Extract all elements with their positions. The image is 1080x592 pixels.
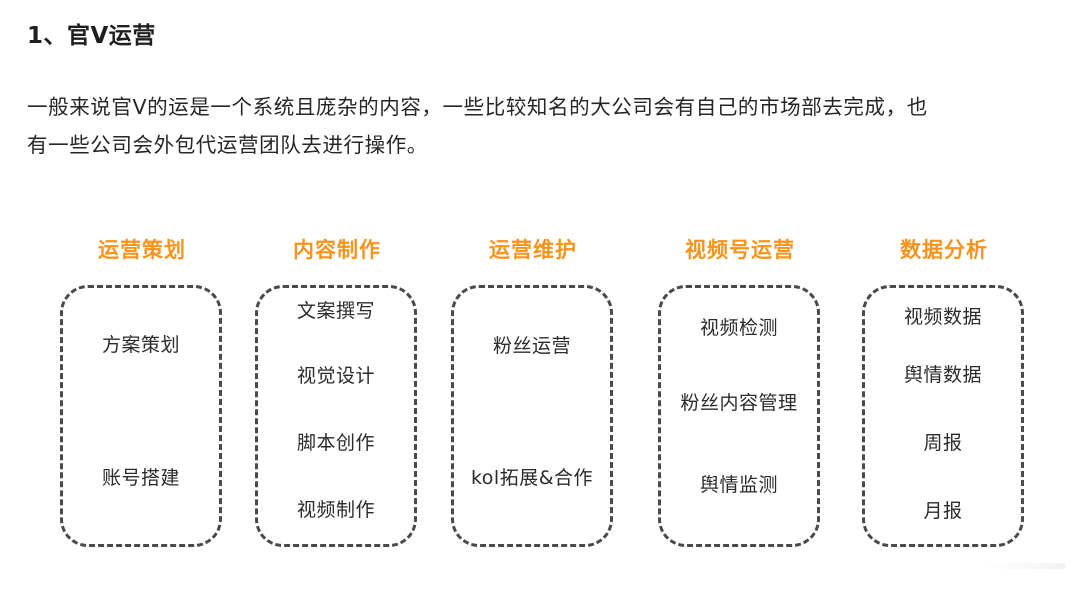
- paragraph-line-1: 一般来说官V的运是一个系统且庞杂的内容，一些比较知名的大公司会有自己的市场部去完…: [27, 95, 928, 119]
- box-item: kol拓展&合作: [470, 467, 594, 489]
- column-box-analytics: 视频数据 舆情数据 周报 月报: [862, 285, 1024, 547]
- box-item: 脚本创作: [296, 432, 375, 454]
- intro-paragraph: 一般来说官V的运是一个系统且庞杂的内容，一些比较知名的大公司会有自己的市场部去完…: [27, 88, 1067, 164]
- page-heading: 1、官V运营: [27, 23, 156, 49]
- box-item: 账号搭建: [101, 467, 180, 489]
- box-item: 方案策划: [101, 334, 180, 356]
- box-item: 舆情监测: [699, 474, 778, 496]
- image-edge-artifact: [985, 563, 1065, 569]
- column-title-channels: 视频号运营: [685, 238, 795, 262]
- column-box-channels: 视频检测 粉丝内容管理 舆情监测: [658, 285, 820, 547]
- box-item: 周报: [923, 432, 963, 454]
- column-title-planning: 运营策划: [98, 238, 186, 262]
- box-item: 视觉设计: [296, 365, 375, 387]
- column-title-content: 内容制作: [293, 238, 381, 262]
- box-item: 文案撰写: [296, 300, 375, 322]
- box-item: 视频检测: [699, 317, 778, 339]
- column-box-maintenance: 粉丝运营 kol拓展&合作: [451, 285, 613, 547]
- box-item: 视频制作: [296, 499, 375, 521]
- column-title-maintenance: 运营维护: [489, 238, 577, 262]
- paragraph-line-2: 有一些公司会外包代运营团队去进行操作。: [27, 133, 428, 157]
- box-item: 视频数据: [903, 306, 982, 328]
- column-box-content: 文案撰写 视觉设计 脚本创作 视频制作: [255, 285, 417, 547]
- box-item: 月报: [923, 500, 963, 522]
- column-box-planning: 方案策划 账号搭建: [60, 285, 222, 547]
- box-item: 舆情数据: [903, 364, 982, 386]
- column-title-analytics: 数据分析: [900, 238, 988, 262]
- box-item: 粉丝内容管理: [680, 392, 798, 414]
- box-item: 粉丝运营: [492, 335, 571, 357]
